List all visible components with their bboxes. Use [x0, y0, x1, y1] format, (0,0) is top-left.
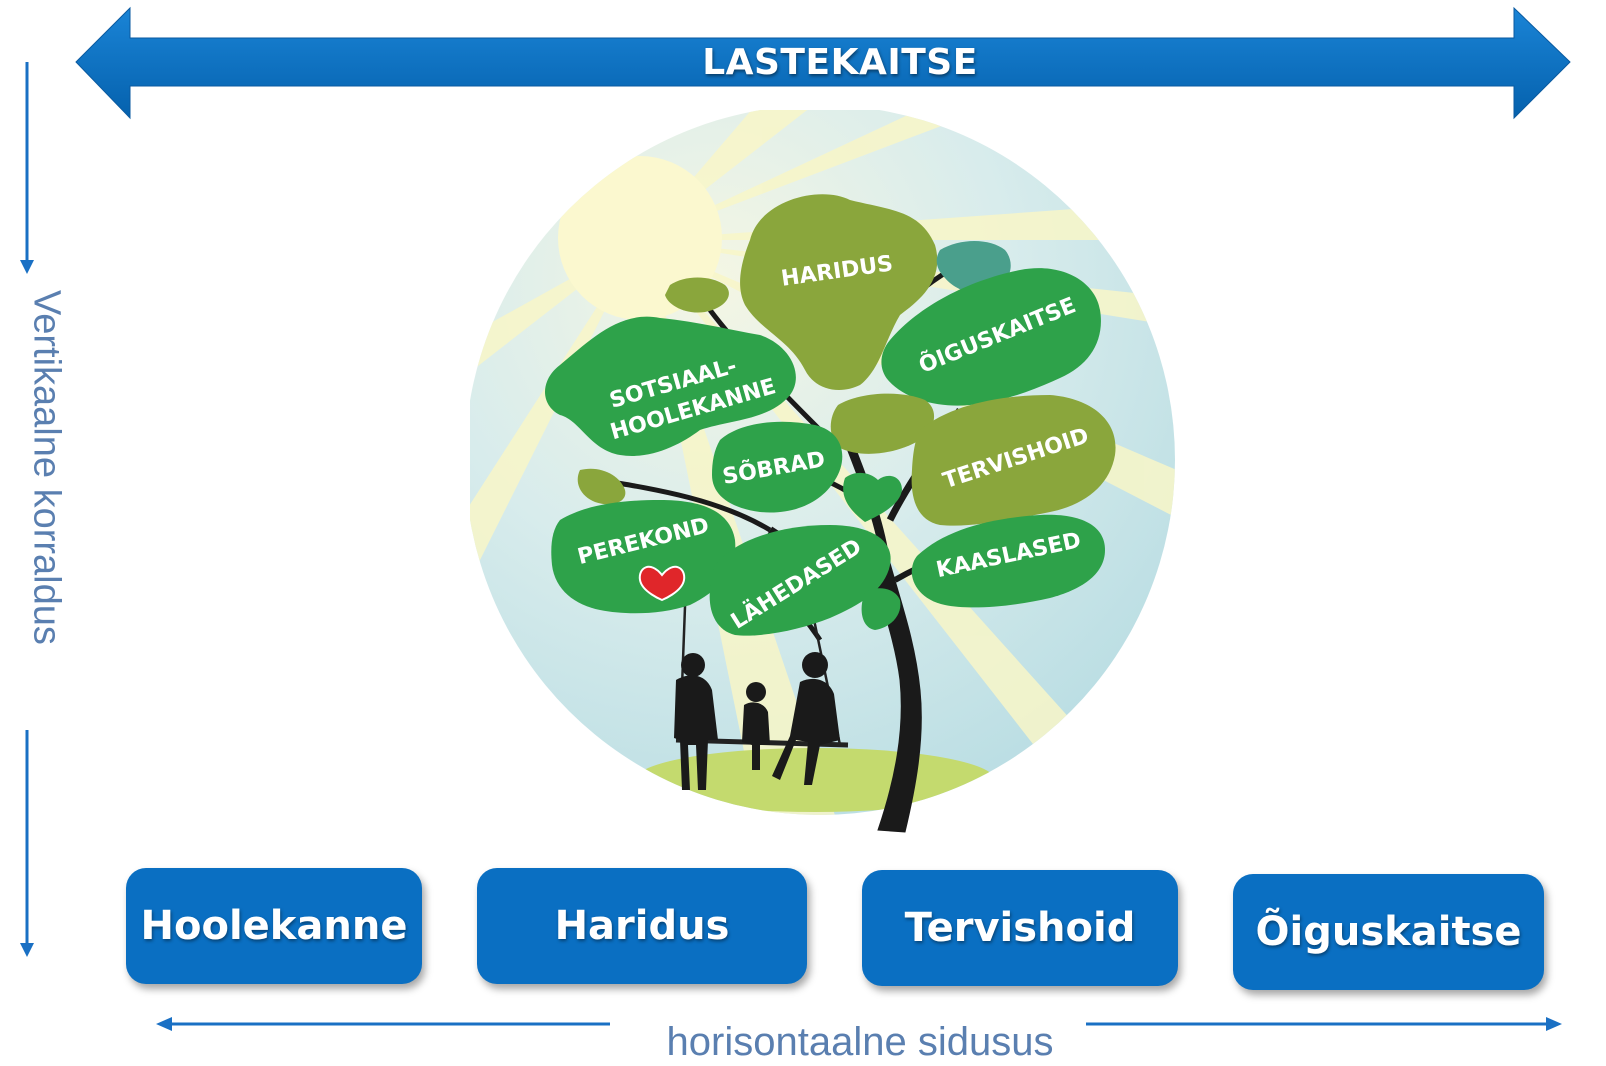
leaf-small-olive-1: [665, 277, 729, 313]
leaf-perekond: [551, 500, 736, 614]
sector-box-haridus: Haridus: [477, 868, 807, 984]
horizontal-axis-arrows: [156, 1017, 1562, 1031]
leaf-small-green: [861, 588, 901, 630]
family-silhouettes: [674, 652, 840, 790]
tree-leaves: [545, 194, 1116, 636]
vertical-axis-arrows: [20, 62, 34, 957]
vertical-axis-label: Vertikaalne korraldus: [25, 290, 68, 645]
sector-box-tervishoid: Tervishoid: [862, 870, 1178, 986]
horizontal-axis-label: horisontaalne sidusus: [666, 1020, 1054, 1064]
leaf-small-olive-3: [577, 468, 626, 505]
sector-box-oiguskaitse: Õiguskaitse: [1233, 874, 1544, 990]
sector-box-hoolekanne: Hoolekanne: [126, 868, 422, 984]
tree-illustration: HARIDUS SOTSIAAL- HOOLEKANNE ÕIGUSKAITSE…: [470, 110, 1175, 833]
leaf-oiguskaitse: [881, 268, 1101, 406]
leaf-sobrad: [712, 421, 843, 513]
sun: [558, 156, 722, 320]
leaf-kaaslased: [911, 514, 1105, 608]
lastekaitse-label: LASTEKAITSE: [702, 42, 978, 83]
leaf-sotsiaal: [545, 316, 796, 456]
leaf-lahedased: [709, 525, 891, 636]
leaf-tervishoid: [911, 395, 1116, 526]
leaf-haridus: [740, 194, 938, 390]
leaf-heart-green: [843, 472, 902, 522]
lastekaitse-double-arrow: [75, 6, 1571, 120]
leaf-small-olive-2: [830, 393, 935, 454]
heart-icon: [638, 565, 686, 602]
